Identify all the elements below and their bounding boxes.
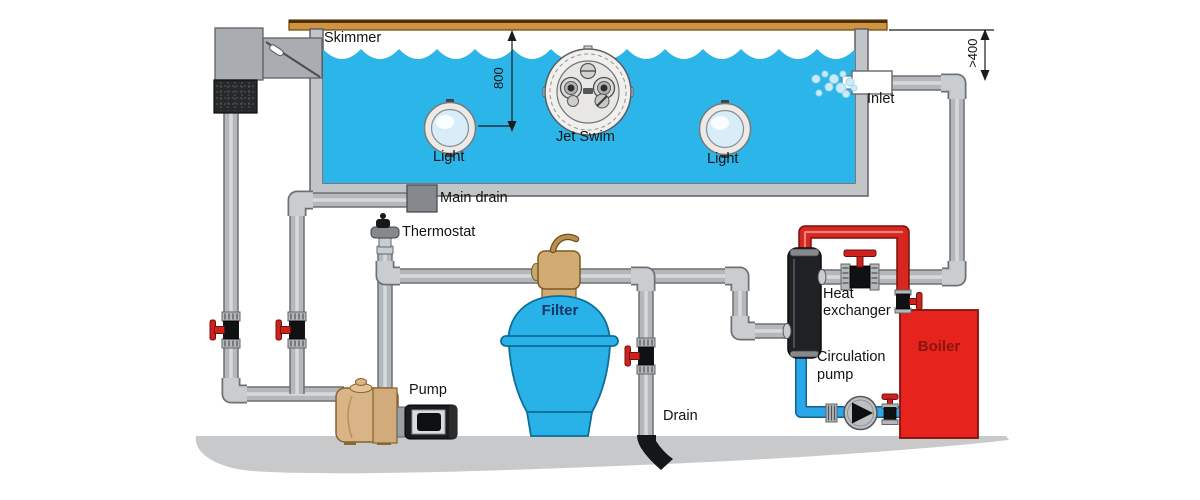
inlet-bubbles bbox=[811, 70, 858, 98]
boiler-body bbox=[899, 309, 979, 439]
skimmer-assembly bbox=[213, 27, 323, 114]
heat-exchanger-label-line2: exchanger bbox=[823, 303, 891, 319]
dimension-400-value: >400 bbox=[964, 38, 980, 68]
pool-light-left bbox=[423, 99, 477, 157]
filter-tank bbox=[500, 286, 619, 437]
valve-skimmer-line bbox=[209, 311, 241, 349]
thermostat-fixture bbox=[370, 213, 400, 255]
dimension-800 bbox=[478, 30, 517, 132]
light-left-label: Light bbox=[433, 149, 465, 165]
thermostat-label: Thermostat bbox=[402, 224, 476, 240]
heat-exchanger-label-line1: Heat bbox=[823, 286, 854, 302]
pool-light-right bbox=[698, 100, 752, 158]
boiler-label: Boiler bbox=[917, 338, 961, 355]
drain-spout bbox=[637, 435, 673, 470]
circulation-pump-label-line1: Circulation bbox=[817, 349, 886, 365]
valve-drain-line bbox=[624, 337, 656, 375]
drain-label: Drain bbox=[663, 408, 698, 424]
ground bbox=[195, 436, 1010, 474]
heat-exchanger-body bbox=[782, 247, 827, 359]
cold-line-union bbox=[825, 403, 838, 423]
dimension-400 bbox=[889, 29, 994, 81]
valve-main-drain-line bbox=[275, 311, 307, 349]
valve-boiler-cold bbox=[881, 393, 899, 425]
pump-label: Pump bbox=[409, 382, 447, 398]
pool-deck bbox=[288, 19, 888, 31]
gray-piping bbox=[221, 73, 967, 437]
circulation-pump-body bbox=[843, 395, 878, 431]
filter-label: Filter bbox=[541, 302, 579, 319]
pipe-fittings bbox=[221, 73, 967, 404]
pump-motor bbox=[396, 404, 458, 440]
valve-boiler-hot bbox=[894, 289, 923, 314]
skimmer-label: Skimmer bbox=[324, 30, 382, 46]
light-right-label: Light bbox=[707, 151, 739, 167]
pipe-return-run bbox=[818, 75, 965, 285]
inlet-label: Inlet bbox=[867, 91, 895, 107]
pump-body bbox=[335, 378, 399, 445]
main-drain-outlet bbox=[406, 184, 438, 213]
skimmer-weir-handle bbox=[269, 44, 284, 57]
hot-water-pipe bbox=[798, 225, 910, 312]
jet-swim-label: Jet Swim bbox=[556, 129, 615, 145]
dimension-800-value: 800 bbox=[490, 67, 506, 90]
valve-return-line bbox=[840, 249, 880, 291]
main-drain-label: Main drain bbox=[440, 190, 508, 206]
filter-multiport-valve bbox=[531, 233, 581, 290]
skimmer-basket bbox=[213, 79, 258, 114]
circulation-pump-label-line2: pump bbox=[817, 367, 854, 383]
jet-swim-fixture bbox=[542, 45, 634, 136]
